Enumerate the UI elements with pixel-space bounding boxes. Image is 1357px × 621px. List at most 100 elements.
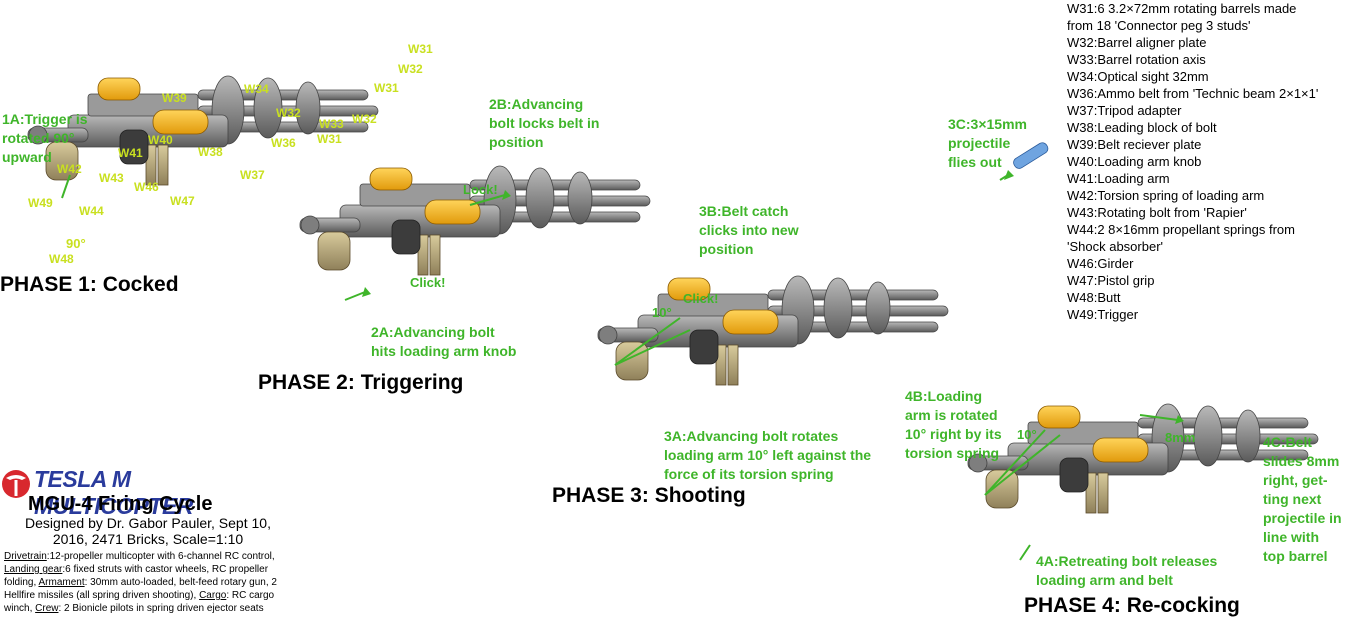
note-4a: 4A:Retreating bolt releases loading arm … [1036,552,1217,590]
legend-item: W46:Girder [1067,256,1134,271]
part-label: W36 [271,136,296,150]
note-2a-line: hits loading arm knob [371,343,517,359]
note-4b-line: 4B:Loading [905,388,982,404]
note-4c-line: 4C:Belt [1263,434,1313,450]
part-label: W37 [240,168,265,182]
landing-gear-text: :6 fixed struts with castor wheels, RC p… [4,564,269,588]
note-4c-line: slides 8mm [1263,453,1340,469]
note-3c-line: flies out [948,154,1002,170]
credits: Designed by Dr. Gabor Pauler, Sept 10, 2… [25,515,271,547]
note-4b-line: torsion spring [905,445,1000,461]
note-3b-line: clicks into new [699,222,799,238]
note-3c-line: 3C:3×15mm [948,116,1027,132]
note-1a: 1A:Trigger is rotated 90° upward [2,110,88,167]
note-2b-line: bolt locks belt in [489,115,600,131]
click-mark-phase-3: Click! [683,291,719,306]
description: Drivetrain:12-propeller multicopter with… [4,550,294,615]
legend-item: W43:Rotating bolt from 'Rapier' [1067,205,1247,220]
legend-item: W42:Torsion spring of loading arm [1067,188,1265,203]
part-label: W33 [319,117,344,131]
note-1a-line: upward [2,149,52,165]
legend-item: W32:Barrel aligner plate [1067,35,1207,50]
part-label: W44 [79,204,104,218]
drivetrain-label: Drivetrain [4,551,47,562]
phase-2-title: PHASE 2: Triggering [258,371,464,394]
click-mark-phase-2: Click! [410,275,446,290]
part-label: W31 [408,42,433,56]
legend-item: from 18 'Connector peg 3 studs' [1067,18,1251,33]
legend-item: W48:Butt [1067,290,1121,305]
note-2b: 2B:Advancing bolt locks belt in position [489,95,599,152]
legend-item: W41:Loading arm [1067,171,1170,186]
part-label: W32 [352,112,377,126]
annotation-arrows [61,174,1179,561]
part-label: W43 [99,171,124,185]
crew-text: : 2 Bionicle pilots in spring driven eje… [58,603,264,614]
arrow-heads [362,170,1184,424]
distance-mark-phase-4: 8mm [1165,430,1196,445]
note-4c-line: right, get- [1263,472,1328,488]
part-label: W32 [398,62,423,76]
legend-item: W37:Tripod adapter [1067,103,1182,118]
note-3b-line: position [699,241,754,257]
crew-label: Crew [35,603,59,614]
part-label: W31 [317,132,342,146]
part-label: W38 [198,145,223,159]
note-3a-line: force of its torsion spring [664,466,834,482]
note-3c: 3C:3×15mm projectile flies out [948,115,1027,172]
legend-item: W49:Trigger [1067,307,1139,322]
legend-item: W47:Pistol grip [1067,273,1155,288]
angle-mark-phase-1: 90° [66,236,86,251]
part-label: W42 [57,162,82,176]
drivetrain-text: :12-propeller multicopter with 6-channel… [46,551,275,562]
note-4c-line: projectile in [1263,510,1342,526]
legend-item: 'Shock absorber' [1067,239,1164,254]
part-label: W47 [170,194,195,208]
cargo-text: : RC cargo winch, [4,590,275,614]
logo-text: TESLA M MULTICOPTER [34,466,193,519]
tesla-logo [2,470,30,498]
angle-mark-phase-3: 10° [652,305,672,320]
note-1a-line: rotated 90° [2,130,75,146]
part-label: W40 [148,133,173,147]
legend-item: W36:Ammo belt from 'Technic beam 2×1×1' [1067,86,1319,101]
diagram-title: MGU-4 Firing Cycle [28,493,213,515]
projectile [1013,142,1049,169]
note-4c: 4C:Belt slides 8mm right, get- ting next… [1263,433,1342,566]
note-3b-line: 3B:Belt catch [699,203,789,219]
note-4a-line: loading arm and belt [1036,572,1173,588]
cargo-label: Cargo [199,590,227,601]
part-label: W34 [244,82,269,96]
angle-mark-phase-4: 10° [1017,427,1037,442]
note-4b: 4B:Loading arm is rotated 10° right by i… [905,387,1002,463]
phase-1-title: PHASE 1: Cocked [0,273,179,296]
note-1a-line: 1A:Trigger is [2,111,88,127]
legend-item: W33:Barrel rotation axis [1067,52,1206,67]
note-4b-line: arm is rotated [905,407,998,423]
note-2b-line: 2B:Advancing [489,96,584,112]
note-2b-line: position [489,134,544,150]
note-3b: 3B:Belt catch clicks into new position [699,202,799,259]
part-label: W32 [276,106,301,120]
note-3a: 3A:Advancing bolt rotates loading arm 10… [664,427,871,484]
legend-item: W31:6 3.2×72mm rotating barrels made [1067,1,1297,16]
part-label: W31 [374,81,399,95]
part-label: W48 [49,252,74,266]
note-2a: 2A:Advancing bolt hits loading arm knob [371,323,516,361]
phase-3-title: PHASE 3: Shooting [552,484,746,507]
legend-item: W34:Optical sight 32mm [1067,69,1209,84]
legend-item: W44:2 8×16mm propellant springs from [1067,222,1295,237]
parts-legend: W31:6 3.2×72mm rotating barrels made from… [1067,0,1357,323]
part-label: W46 [134,180,159,194]
note-2a-line: 2A:Advancing bolt [371,324,495,340]
part-label: W41 [118,146,143,160]
legend-item: W40:Loading arm knob [1067,154,1202,169]
armament-label: Armament [38,577,85,588]
note-3c-line: projectile [948,135,1011,151]
note-3a-line: 3A:Advancing bolt rotates [664,428,839,444]
legend-item: W39:Belt reciever plate [1067,137,1202,152]
note-4c-line: top barrel [1263,548,1328,564]
part-label: W39 [162,91,187,105]
